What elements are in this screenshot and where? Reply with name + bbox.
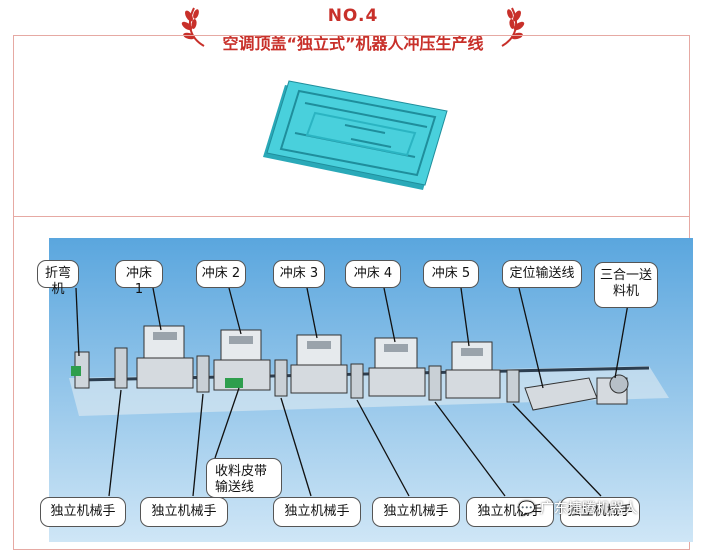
- label-robot-5: 独立机械手: [466, 497, 554, 527]
- label-press-2: 冲床 2: [196, 260, 246, 288]
- watermark: 💬 广东捷腾机器人: [518, 501, 638, 517]
- label-robot-2: 独立机械手: [140, 497, 228, 527]
- laurel-left-icon: [181, 7, 205, 47]
- feeder-machine: [596, 374, 629, 405]
- production-line-diagram: [49, 238, 693, 542]
- bottom-pointer-lines: [108, 387, 602, 497]
- press-2: [213, 329, 271, 391]
- robots: [114, 347, 520, 403]
- press-5: [445, 341, 501, 399]
- label-belt-conveyor: 收料皮带 输送线: [206, 458, 282, 498]
- part-image-frame: [13, 35, 690, 216]
- label-robot-4: 独立机械手: [372, 497, 460, 527]
- label-positioning-conveyor: 定位输送线: [502, 260, 582, 288]
- label-feeder: 三合一送料机: [594, 262, 658, 308]
- press-1: [136, 325, 194, 389]
- label-press-4: 冲床 4: [345, 260, 401, 288]
- label-robot-6: 独立机械手: [560, 497, 640, 527]
- top-pointer-lines: [75, 287, 630, 389]
- label-press-5: 冲床 5: [423, 260, 479, 288]
- roof-panel-part-image: [263, 80, 448, 190]
- section-header: NO.4 空调顶盖“独立式”机器人冲压生产线: [0, 0, 706, 60]
- label-press-3: 冲床 3: [273, 260, 325, 288]
- folding-machine: [71, 351, 90, 389]
- laurel-right-icon: [501, 7, 525, 47]
- press-3: [290, 334, 348, 394]
- section-title: 空调顶盖“独立式”机器人冲压生产线: [222, 34, 484, 53]
- label-robot-3: 独立机械手: [273, 497, 361, 527]
- section-number: NO.4: [327, 6, 379, 26]
- wechat-icon: 💬: [518, 501, 540, 517]
- label-robot-1: 独立机械手: [40, 497, 126, 527]
- label-folding-machine: 折弯机: [37, 260, 79, 297]
- press-4: [368, 337, 426, 397]
- label-press-1: 冲床 1: [115, 260, 163, 297]
